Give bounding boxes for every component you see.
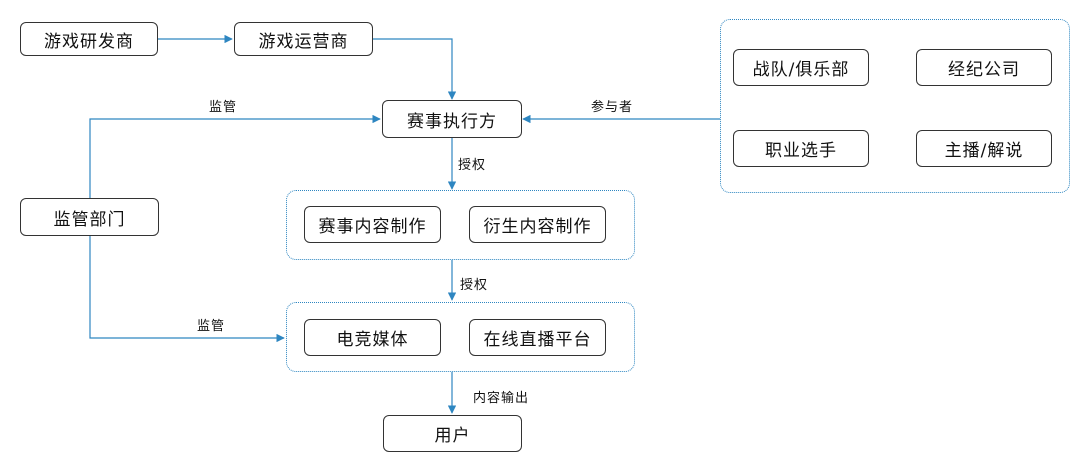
label-participants: 参与者 [591,100,634,115]
node-agency: 经纪公司 [916,49,1052,86]
node-pro-player: 职业选手 [733,130,869,167]
node-game-operator: 游戏运营商 [234,22,373,56]
label-content-output: 内容输出 [473,391,530,406]
group-content-distribution [286,302,635,372]
node-esports-media: 电竞媒体 [304,319,441,356]
node-team-club: 战队/俱乐部 [733,49,869,86]
node-game-developer: 游戏研发商 [20,22,158,56]
node-user: 用户 [383,415,522,452]
edge-operator-organizer [373,38,457,100]
label-supervise-bottom: 监管 [197,319,226,334]
node-regulator: 监管部门 [20,198,159,236]
label-supervise-top: 监管 [209,100,238,115]
group-participants [720,19,1070,193]
node-streamer-commentator: 主播/解说 [916,130,1052,167]
label-authorize-2: 授权 [460,278,489,293]
node-event-organizer: 赛事执行方 [382,100,522,138]
node-derived-content-production: 衍生内容制作 [469,206,606,243]
node-live-platform: 在线直播平台 [469,319,606,356]
group-content-production [286,190,635,260]
label-authorize-1: 授权 [458,158,487,173]
edge-regulator-organizer [89,114,381,198]
edge-regulator-media [89,236,285,343]
node-event-content-production: 赛事内容制作 [304,206,441,243]
